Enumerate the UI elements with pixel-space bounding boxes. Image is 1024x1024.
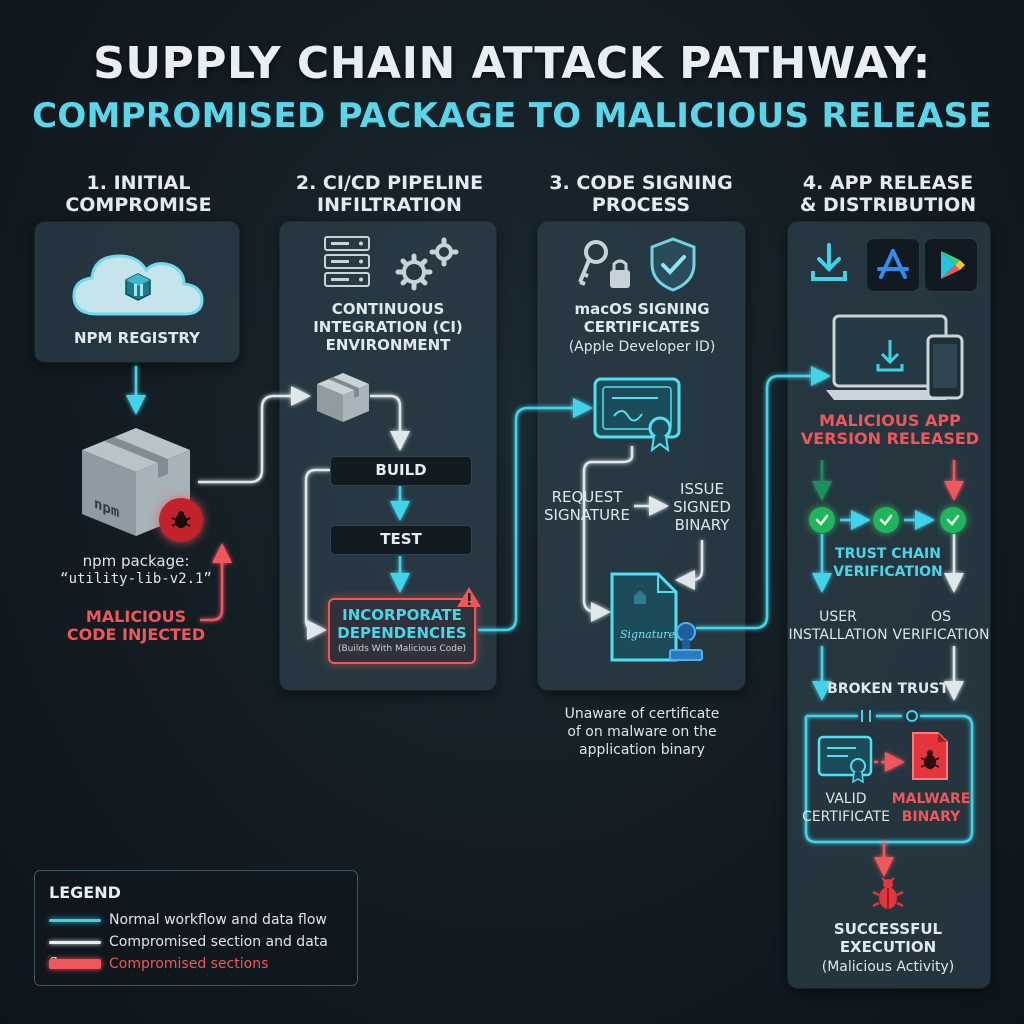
legend-item-normal: Normal workflow and data flow [49,909,357,931]
legend-swatch-normal [49,918,101,922]
check-icon [879,514,893,526]
legend-swatch-compromised-sections [49,959,101,969]
app-store-glyph [877,249,909,279]
trust-check-3 [940,507,966,533]
test-step: TEST [330,525,472,555]
signature-text: Signature [620,628,676,641]
apple-developer-id-label: (Apple Developer ID) [568,339,716,355]
check-icon [946,514,960,526]
certificate-icon [593,377,681,452]
legend-item-compromised-sections: Compromised sections [49,953,357,975]
laptop-phone-icon [826,314,964,400]
valid-certificate-icon [817,735,873,784]
column-heading-4: 4. APP RELEASE& DISTRIBUTION [799,172,977,216]
page-subtitle: COMPROMISED PACKAGE TO MALICIOUS RELEASE [32,96,992,136]
npm-package-label: npm package: “utility-lib-v2.1” [60,552,212,587]
malicious-activity-label: (Malicious Activity) [821,959,955,975]
app-store-icon [866,238,920,292]
page-title: SUPPLY CHAIN ATTACK PATHWAY: [93,38,931,89]
signed-document-icon: Signature [610,572,703,662]
shield-icon [650,237,696,292]
trust-check-1 [809,507,835,533]
key-lock-icon [578,240,630,288]
download-glyph [811,243,847,281]
build-step: BUILD [330,456,472,486]
play-store-glyph [941,251,965,279]
download-icon [800,236,858,290]
server-icon [324,236,370,287]
broken-trust-label: BROKEN TRUST [827,681,949,697]
check-icon [815,514,829,526]
legend-title: LEGEND [49,883,121,902]
incorporate-dependencies-step: INCORPORATE DEPENDENCIES (Builds With Ma… [328,598,476,664]
play-store-icon [924,238,978,292]
bug-icon [171,511,191,528]
package-box-icon [317,373,369,422]
malware-file-icon [912,732,948,780]
malware-bug-badge [159,498,203,542]
legend-swatch-compromised-flow [49,940,101,944]
warning-icon [457,587,481,607]
legend: LEGEND Normal workflow and data flow Com… [34,870,358,986]
legend-items: Normal workflow and data flow Compromise… [49,909,357,975]
trust-check-2 [873,507,899,533]
bug-icon [872,877,904,909]
gears-icon [395,237,459,291]
legend-item-compromised-flow: Compromised section and data flow [49,931,357,972]
cloud-icon [72,254,204,316]
npm-registry-label: NPM REGISTRY [73,329,200,347]
